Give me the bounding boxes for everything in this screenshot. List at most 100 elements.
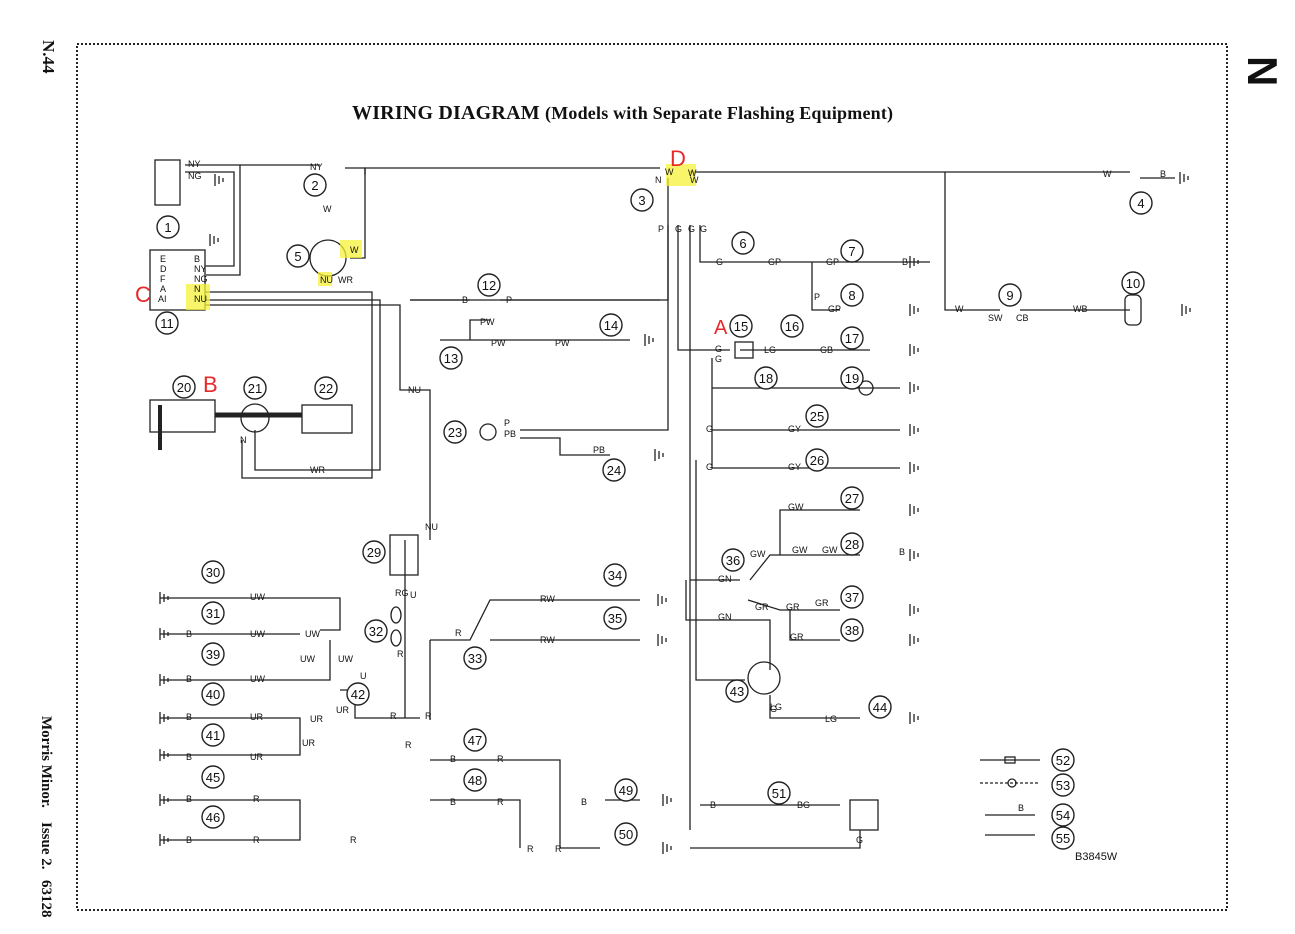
wire-code-label: GN — [718, 612, 732, 622]
drawing-number: B3845W — [1075, 851, 1118, 863]
component-circle-28 — [840, 532, 864, 556]
component-circle-43 — [725, 679, 749, 703]
component-number-20: 20 — [177, 380, 191, 395]
component-circle-7 — [840, 239, 864, 263]
dynamo-body — [154, 159, 181, 206]
component-number-26: 26 — [810, 453, 824, 468]
component-number-14: 14 — [604, 318, 618, 333]
diagram-title: WIRING DIAGRAM (Models with Separate Fla… — [352, 102, 893, 125]
highlight-mark — [186, 284, 210, 310]
wire-code-label: B — [450, 754, 456, 764]
wire-code-label: A — [160, 284, 166, 294]
wire-run — [520, 225, 669, 431]
wire-code-label: NU — [408, 385, 421, 395]
wire-code-label: GW — [822, 545, 838, 555]
component-circle-46 — [201, 805, 225, 829]
wire-code-label: RW — [540, 635, 555, 645]
component-number-27: 27 — [845, 491, 859, 506]
component-number-3: 3 — [638, 193, 645, 208]
component-number-41: 41 — [206, 728, 220, 743]
component-number-30: 30 — [206, 565, 220, 580]
wire-code-label: WR — [310, 465, 325, 475]
component-circle-4 — [1129, 191, 1153, 215]
component-number-8: 8 — [848, 288, 855, 303]
component-circle-39 — [201, 642, 225, 666]
wire-code-label: G — [715, 354, 722, 364]
component-circle-54 — [1051, 803, 1075, 827]
wire-code-label: PB — [593, 445, 605, 455]
wire-code-label: RW — [540, 594, 555, 604]
wire-code-label: GR — [815, 598, 829, 608]
component-number-28: 28 — [845, 537, 859, 552]
wire-code-label: NY — [194, 264, 207, 274]
component-circle-3 — [630, 188, 654, 212]
wire-run — [685, 580, 771, 670]
component-circle-37 — [840, 585, 864, 609]
wire-code-label: N — [194, 284, 201, 294]
wire-run — [677, 225, 730, 351]
component-number-31: 31 — [206, 606, 220, 621]
component-number-50: 50 — [619, 827, 633, 842]
component-circle-44 — [868, 695, 892, 719]
component-number-52: 52 — [1056, 753, 1070, 768]
wire-code-label: AI — [158, 294, 167, 304]
wire-code-label: UW — [250, 629, 265, 639]
wire-code-label: NU — [425, 522, 438, 532]
component-circle-49 — [614, 778, 638, 802]
component-number-32: 32 — [369, 624, 383, 639]
component-circle-21 — [243, 376, 267, 400]
wire-run — [160, 799, 301, 841]
wire-code-label: B — [186, 712, 192, 722]
component-number-55: 55 — [1056, 831, 1070, 846]
component-circle-51 — [767, 781, 791, 805]
wire-code-label: UW — [250, 674, 265, 684]
component-number-33: 33 — [468, 651, 482, 666]
component-circle-25 — [805, 404, 829, 428]
annotation-A: A — [714, 317, 728, 339]
component-circle-42 — [346, 682, 370, 706]
wire-code-label: UR — [250, 712, 263, 722]
wire-run — [695, 460, 745, 681]
component-number-9: 9 — [1006, 288, 1013, 303]
component-circle-53 — [1051, 773, 1075, 797]
wire-code-label: G — [706, 424, 713, 434]
component-number-36: 36 — [726, 553, 740, 568]
component-number-34: 34 — [608, 568, 622, 583]
wire-code-label: GY — [788, 424, 801, 434]
wire-code-label: G — [700, 224, 707, 234]
component-number-17: 17 — [845, 331, 859, 346]
wire-code-label: R — [390, 711, 397, 721]
wire-code-label: LG — [770, 702, 782, 712]
highlight-mark — [318, 272, 332, 286]
wire-code-label: G — [706, 462, 713, 472]
component-circle-12 — [477, 273, 501, 297]
component-circle-36 — [721, 548, 745, 572]
component-number-22: 22 — [319, 381, 333, 396]
component-circle-19 — [840, 366, 864, 390]
wire-code-label: NY — [310, 162, 323, 172]
component-number-13: 13 — [444, 351, 458, 366]
wire-code-label: LG — [825, 714, 837, 724]
wire-code-label: U — [410, 590, 417, 600]
wire-run — [185, 164, 241, 276]
wire-code-label: UW — [250, 592, 265, 602]
wire-code-label: CB — [1016, 313, 1029, 323]
wire-run — [205, 299, 381, 471]
wire-code-label: UR — [336, 705, 349, 715]
starter-motor-body — [301, 404, 353, 434]
wire-code-label: P — [658, 224, 664, 234]
annotation-C: C — [135, 282, 151, 307]
component-number-11: 11 — [160, 316, 174, 331]
component-number-46: 46 — [206, 810, 220, 825]
component-circle-17 — [840, 326, 864, 350]
component-circle-41 — [201, 723, 225, 747]
wire-code-label: LG — [764, 345, 776, 355]
wire-code-label: N — [240, 435, 247, 445]
wire-code-label: W — [323, 204, 332, 214]
wire-run — [410, 178, 669, 301]
component-number-1: 1 — [164, 220, 171, 235]
wire-code-label: W — [350, 245, 359, 255]
wire-code-label: G — [856, 835, 863, 845]
wire-code-label: G — [688, 224, 695, 234]
wire-run — [690, 830, 861, 849]
